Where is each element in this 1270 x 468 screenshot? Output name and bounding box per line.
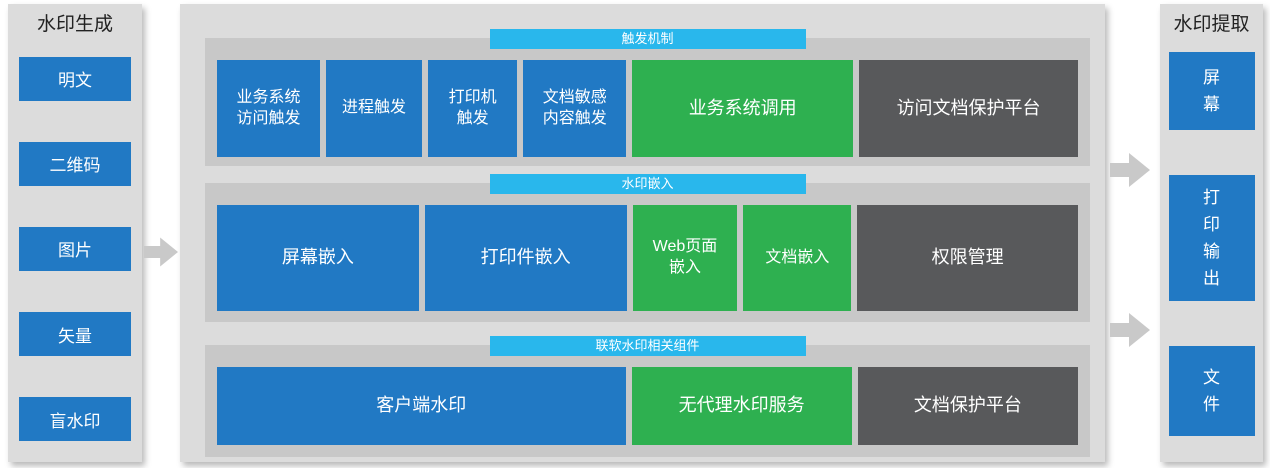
component-box: 客户端水印 xyxy=(217,367,626,445)
extraction-target-item: 打 印 输 出 xyxy=(1168,175,1255,301)
watermark-generation-panel: 水印生成 明文 二维码 图片 矢量 盲水印 xyxy=(8,4,142,462)
section-boxes: 客户端水印 无代理水印服务 文档保护平台 xyxy=(205,345,1090,457)
section-header: 联软水印相关组件 xyxy=(489,336,806,356)
extraction-target-item: 文 件 xyxy=(1168,346,1255,436)
trigger-box: 打印机 触发 xyxy=(428,60,518,157)
extraction-target-list: 屏 幕 打 印 输 出 文 件 xyxy=(1160,36,1263,436)
component-box: 文档保护平台 xyxy=(857,367,1078,445)
embedding-box: 打印件嵌入 xyxy=(424,205,627,311)
trigger-box: 文档敏感 内容触发 xyxy=(523,60,627,157)
embedding-box: Web页面 嵌入 xyxy=(632,205,738,311)
extraction-target-item: 屏 幕 xyxy=(1168,52,1255,130)
arrow-right-icon xyxy=(1110,311,1150,354)
component-box: 无代理水印服务 xyxy=(631,367,852,445)
trigger-box: 进程触发 xyxy=(326,60,423,157)
trigger-box: 访问文档保护平台 xyxy=(859,60,1079,157)
section-header: 水印嵌入 xyxy=(489,174,806,194)
watermark-embedding-section: 水印嵌入 屏幕嵌入 打印件嵌入 Web页面 嵌入 文档嵌入 权限管理 xyxy=(205,174,1090,322)
watermark-type-item: 图片 xyxy=(19,226,131,271)
trigger-mechanism-section: 触发机制 业务系统 访问触发 进程触发 打印机 触发 文档敏感 内容触发 业务系… xyxy=(205,29,1090,166)
embedding-box: 权限管理 xyxy=(857,205,1079,311)
section-boxes: 屏幕嵌入 打印件嵌入 Web页面 嵌入 文档嵌入 权限管理 xyxy=(205,183,1090,322)
watermark-type-item: 明文 xyxy=(19,56,131,101)
arrow-right-icon xyxy=(144,233,178,276)
watermark-extraction-panel: 水印提取 屏 幕 打 印 输 出 文 件 xyxy=(1160,4,1263,462)
watermark-type-item: 二维码 xyxy=(19,141,131,186)
trigger-box: 业务系统 访问触发 xyxy=(217,60,321,157)
watermark-core-panel: 触发机制 业务系统 访问触发 进程触发 打印机 触发 文档敏感 内容触发 业务系… xyxy=(180,4,1105,462)
embedding-box: 屏幕嵌入 xyxy=(217,205,419,311)
embedding-box: 文档嵌入 xyxy=(743,205,852,311)
watermark-type-list: 明文 二维码 图片 矢量 盲水印 xyxy=(8,36,142,462)
panel-title: 水印提取 xyxy=(1173,14,1250,35)
trigger-box: 业务系统调用 xyxy=(632,60,854,157)
arrow-right-icon xyxy=(1110,151,1150,194)
section-boxes: 业务系统 访问触发 进程触发 打印机 触发 文档敏感 内容触发 业务系统调用 访… xyxy=(205,38,1090,166)
panel-title: 水印生成 xyxy=(36,14,113,35)
watermark-components-section: 联软水印相关组件 客户端水印 无代理水印服务 文档保护平台 xyxy=(205,336,1090,457)
watermark-type-item: 盲水印 xyxy=(19,397,131,442)
section-header: 触发机制 xyxy=(489,29,806,49)
watermark-type-item: 矢量 xyxy=(19,312,131,357)
